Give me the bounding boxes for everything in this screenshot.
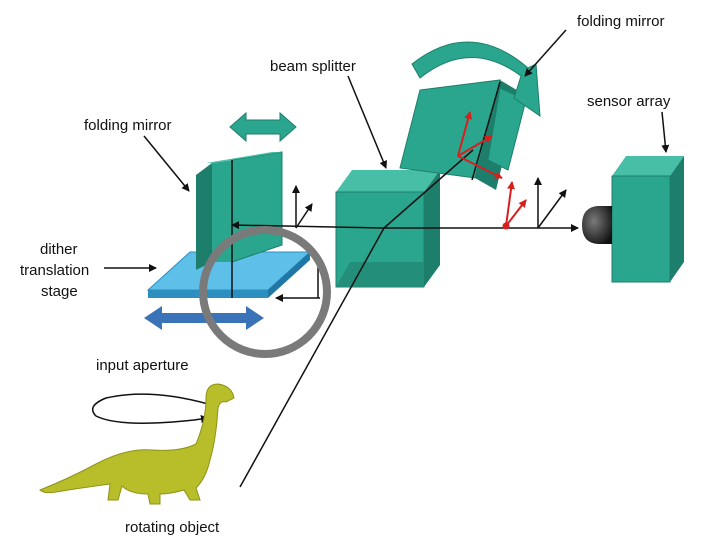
label-beam-splitter: beam splitter — [270, 58, 356, 75]
label-dither-line1: dither — [40, 241, 78, 258]
leader-lines — [104, 29, 670, 272]
rotate-arrow-icon — [411, 41, 541, 118]
double-arrow-icon — [144, 306, 264, 330]
label-dither-line3: stage — [41, 283, 78, 300]
beam-splitter-cube — [335, 170, 440, 288]
leader-beam-splitter — [347, 75, 388, 169]
label-sensor-array: sensor array — [587, 93, 671, 110]
folding-mirror-top — [399, 79, 527, 190]
input-beam — [239, 227, 385, 488]
red-dot — [502, 222, 510, 230]
red-polarization-axes — [457, 111, 527, 227]
dither-translation-stage — [146, 251, 312, 298]
label-folding-mirror-top: folding mirror — [577, 13, 665, 30]
leader-folding-mirror-top — [524, 29, 567, 77]
label-rotating-object: rotating object — [125, 519, 220, 536]
beam-paths — [231, 149, 579, 488]
sensor-lens — [582, 206, 612, 244]
label-input-aperture: input aperture — [96, 357, 189, 374]
leader-folding-mirror-left — [143, 135, 190, 192]
sensor-axis-diag — [537, 189, 567, 229]
beam-to-top-mirror — [383, 149, 474, 229]
label-folding-mirror-left: folding mirror — [84, 117, 172, 134]
leader-sensor-array — [661, 111, 670, 153]
label-dither-line2: translation — [20, 262, 89, 279]
mirror-motion-arrow-icon — [229, 111, 297, 143]
object-rotation-arrow-icon — [91, 393, 209, 424]
dinosaur-object — [39, 383, 235, 505]
sensor-array — [582, 156, 684, 283]
polarization-arrow-diag — [295, 203, 313, 229]
beam-to-left-mirror — [231, 221, 385, 230]
input-aperture-ring — [199, 226, 331, 358]
